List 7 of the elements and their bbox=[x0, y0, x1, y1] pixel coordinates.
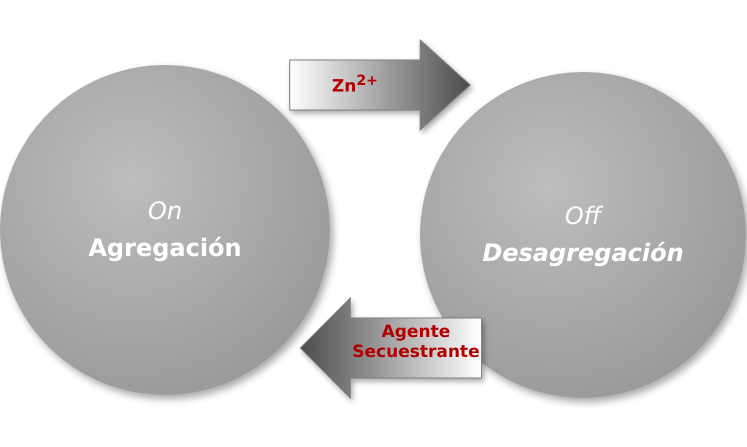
state-label: Off bbox=[564, 202, 602, 231]
state-label: On bbox=[148, 197, 182, 226]
state-name: Agregación bbox=[88, 234, 242, 263]
edge-label: Zn$^{2+}$ bbox=[330, 73, 380, 98]
state-name: Desagregación bbox=[482, 239, 684, 268]
block-arrow bbox=[289, 38, 471, 132]
edge-label: Agente Secuestrante bbox=[351, 322, 481, 363]
